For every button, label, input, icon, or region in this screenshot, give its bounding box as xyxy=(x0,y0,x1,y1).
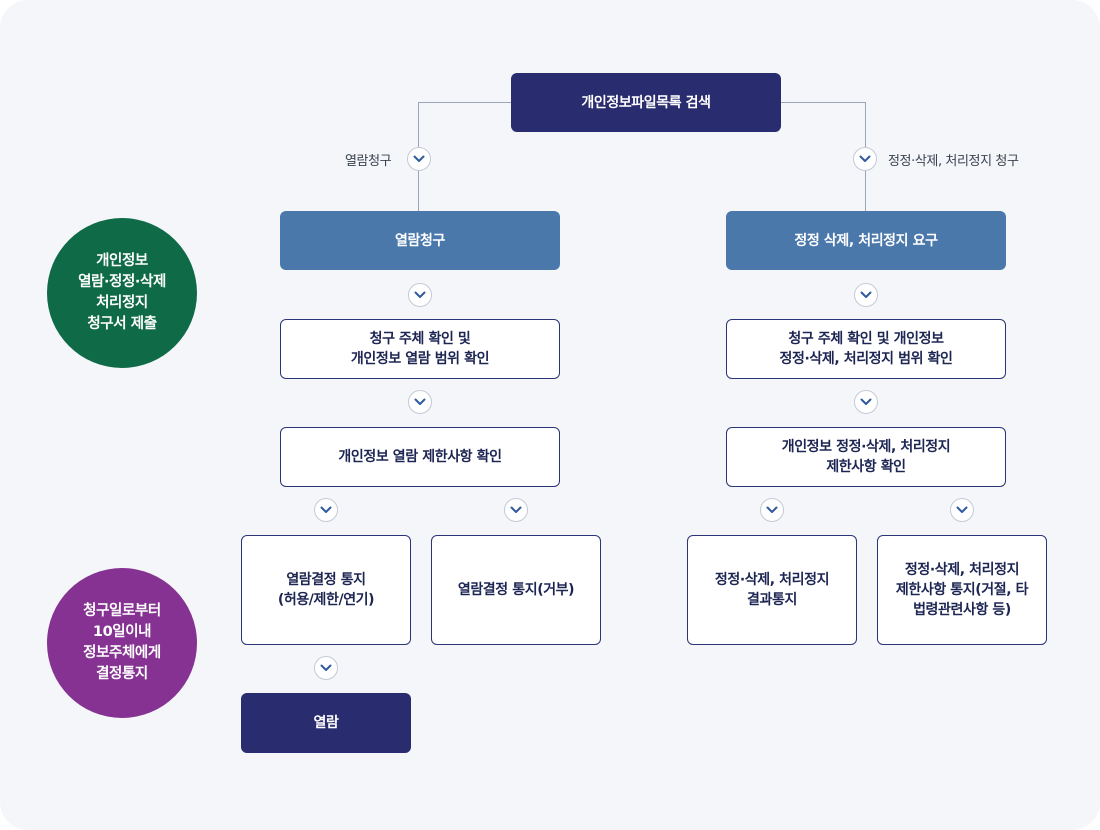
chevron-down-icon xyxy=(854,390,878,414)
correction-result-notice-box: 정정·삭제, 처리정지 결과통지 xyxy=(687,535,857,645)
chevron-down-icon xyxy=(408,283,432,307)
access-restriction-check-label: 개인정보 열람 제한사항 확인 xyxy=(338,449,502,465)
correction-scope-check-label: 청구 주체 확인 및 개인정보 정정·삭제, 처리정지 범위 확인 xyxy=(779,331,953,367)
chevron-down-icon xyxy=(950,498,974,522)
branch-label-correction: 정정·삭제, 처리정지 청구 xyxy=(888,154,1019,169)
access-scope-check-label: 청구 주체 확인 및 개인정보 열람 범위 확인 xyxy=(350,331,490,367)
access-restriction-check-box: 개인정보 열람 제한사항 확인 xyxy=(280,427,560,487)
chevron-down-icon xyxy=(314,656,338,680)
chevron-down-icon xyxy=(760,498,784,522)
access-request-label: 열람청구 xyxy=(395,232,445,249)
chevron-down-icon xyxy=(854,283,878,307)
correction-request-label: 정정 삭제, 처리정지 요구 xyxy=(794,232,938,249)
correction-restriction-check-box: 개인정보 정정·삭제, 처리정지 제한사항 확인 xyxy=(726,427,1006,487)
decision-notice-circle: 청구일로부터 10일이내 정보주체에게 결정통지 xyxy=(47,568,197,718)
chevron-down-icon xyxy=(408,390,432,414)
access-final-label: 열람 xyxy=(313,715,339,731)
connector-line xyxy=(780,102,866,103)
correction-result-notice-label: 정정·삭제, 처리정지 결과통지 xyxy=(714,572,830,608)
access-decision-allow-box: 열람결정 통지 (허용/제한/연기) xyxy=(241,535,411,645)
access-decision-deny-box: 열람결정 통지(거부) xyxy=(431,535,601,645)
correction-restriction-notice-label: 정정·삭제, 처리정지 제한사항 통지(거절, 타 법령관련사항 등) xyxy=(895,562,1029,618)
chevron-down-icon xyxy=(314,498,338,522)
access-decision-deny-label: 열람결정 통지(거부) xyxy=(457,582,575,598)
correction-scope-check-box: 청구 주체 확인 및 개인정보 정정·삭제, 처리정지 범위 확인 xyxy=(726,319,1006,379)
file-list-search-label: 개인정보파일목록 검색 xyxy=(581,94,711,111)
access-final-box: 열람 xyxy=(241,693,411,753)
access-scope-check-box: 청구 주체 확인 및 개인정보 열람 범위 확인 xyxy=(280,319,560,379)
submission-circle: 개인정보 열람·정정·삭제 처리정지 청구서 제출 xyxy=(47,218,197,368)
access-decision-allow-label: 열람결정 통지 (허용/제한/연기) xyxy=(277,572,375,608)
correction-restriction-check-label: 개인정보 정정·삭제, 처리정지 제한사항 확인 xyxy=(781,439,951,475)
correction-restriction-notice-box: 정정·삭제, 처리정지 제한사항 통지(거절, 타 법령관련사항 등) xyxy=(877,535,1047,645)
decision-notice-circle-text: 청구일로부터 10일이내 정보주체에게 결정통지 xyxy=(83,603,161,682)
correction-request-box: 정정 삭제, 처리정지 요구 xyxy=(726,211,1006,270)
chevron-down-icon xyxy=(504,498,528,522)
chevron-down-icon xyxy=(853,147,877,171)
connector-line xyxy=(418,102,512,103)
access-request-box: 열람청구 xyxy=(280,211,560,270)
branch-label-access: 열람청구 xyxy=(345,154,392,169)
file-list-search-box: 개인정보파일목록 검색 xyxy=(511,73,781,132)
chevron-down-icon xyxy=(407,147,431,171)
submission-circle-text: 개인정보 열람·정정·삭제 처리정지 청구서 제출 xyxy=(78,253,166,332)
